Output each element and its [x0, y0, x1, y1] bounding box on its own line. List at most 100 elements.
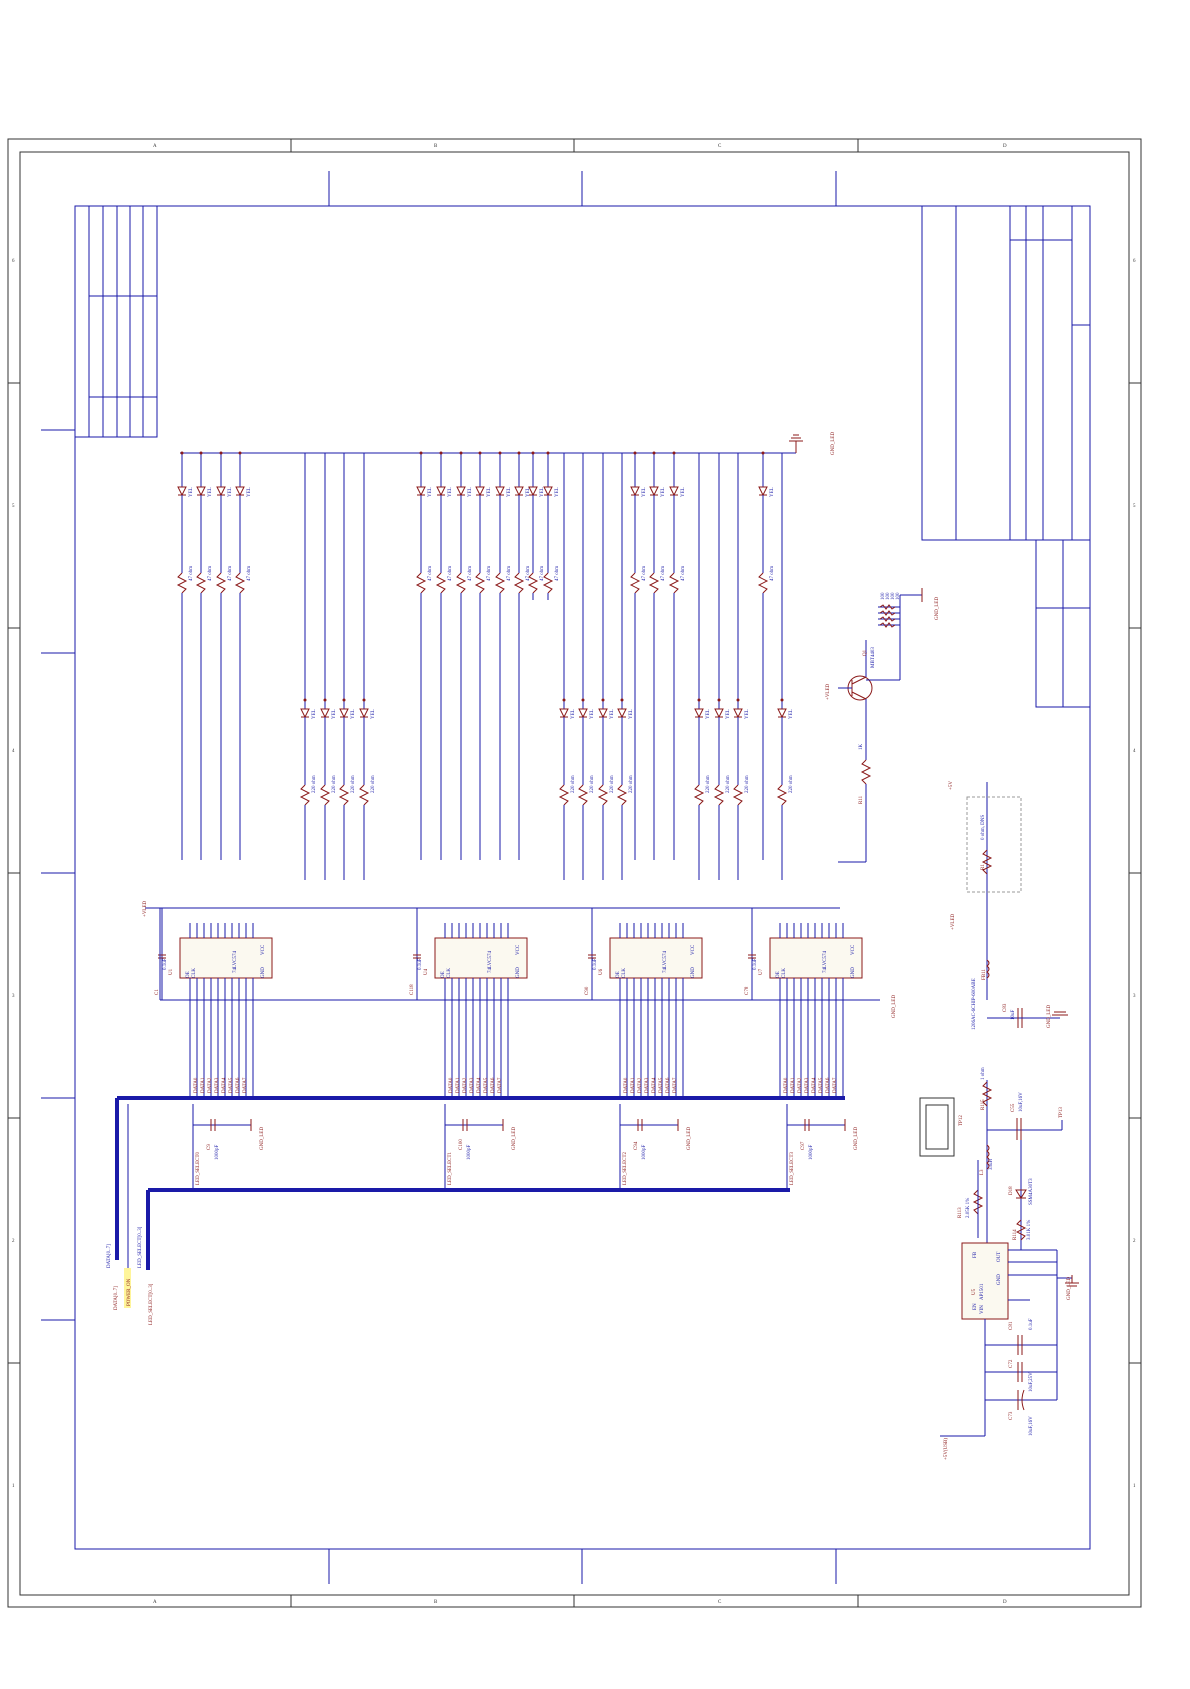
led-diode — [475, 486, 485, 497]
l3-ref: L3 — [980, 1169, 985, 1175]
ic-ref: U1 — [169, 968, 174, 975]
data-net-label: DATA4 — [477, 1077, 482, 1093]
zone-right-1: 1 — [1133, 1484, 1136, 1489]
bias-value: 100 — [886, 592, 891, 600]
led-diode — [694, 708, 704, 719]
led-resistor — [629, 572, 641, 594]
ic-clk-pin: CLK — [447, 968, 452, 978]
resistor-value: 47 ohm — [642, 566, 647, 581]
gnd-label-q1: GND_LED — [935, 597, 940, 620]
vled-reg: +VLED — [951, 913, 956, 930]
led-diode — [416, 486, 426, 497]
led-color-label: YEL — [312, 709, 317, 719]
led-color-label: YEL — [247, 487, 252, 497]
ic-part: 74LVC574 — [488, 950, 493, 973]
tp13: TP13 — [1059, 1107, 1064, 1118]
led-resistor — [435, 572, 447, 594]
resistor-value: 47 ohm — [448, 566, 453, 581]
rdns-val: 0 ohm, DNS — [981, 815, 986, 840]
resistor-value: 220 ohm — [371, 775, 376, 793]
ic-decap-ref: C90 — [585, 986, 590, 995]
led-resistor — [195, 572, 207, 594]
ic-oe-pin: OE — [186, 971, 191, 978]
drawing-border — [41, 171, 1091, 1584]
ic-gnd-pin: GND — [851, 967, 856, 978]
led-diode — [436, 486, 446, 497]
resistor-value: 47 ohm — [228, 566, 233, 581]
led-resistor — [577, 784, 589, 806]
q1-ref: Q1 — [863, 649, 868, 656]
data-net-label: DATA3 — [215, 1077, 220, 1093]
led-diode — [177, 486, 187, 497]
zone-top-c: C — [718, 144, 722, 149]
ic-vcc-pin: VCC — [516, 944, 521, 955]
data-net-label: DATA7 — [833, 1077, 838, 1093]
bias-value: 100 — [896, 592, 901, 600]
ic-vcc-pin: VCC — [851, 944, 856, 955]
select-gnd-label: GND_LED — [260, 1127, 265, 1150]
resistor-value: 47 ohm — [428, 566, 433, 581]
led-diode — [196, 486, 206, 497]
ic-ref: U6 — [599, 968, 604, 975]
led-diode — [216, 486, 226, 497]
ic-clk-pin: CLK — [192, 968, 197, 978]
led-resistor — [527, 572, 539, 594]
led-resistor — [358, 784, 370, 806]
zone-top-a: A — [153, 144, 157, 149]
ic-decap-ref: C78 — [745, 986, 750, 995]
zone-ticks — [8, 139, 1141, 1607]
zone-left-5: 5 — [12, 504, 15, 509]
led-resistor — [732, 784, 744, 806]
led-diode — [456, 486, 466, 497]
u5-gnd: GND — [997, 1274, 1002, 1285]
select-cap-val: 1000pF — [642, 1145, 647, 1161]
select-gnd-label: GND_LED — [687, 1127, 692, 1150]
led-color-label: YEL — [468, 487, 473, 497]
data-net-label: DATA0 — [624, 1077, 629, 1093]
gnd-label-top: GND_LED — [831, 432, 836, 455]
resistor-value: 220 ohm — [706, 775, 711, 793]
u5-en: EN — [973, 1303, 978, 1310]
led-resistor — [693, 784, 705, 806]
data-net-label: DATA0 — [449, 1077, 454, 1093]
gnd-label-reg-top: GND_LED — [1047, 1005, 1052, 1028]
ic-body — [434, 937, 528, 979]
data-net-label: DATA6 — [491, 1077, 496, 1093]
led-resistor — [757, 572, 769, 594]
port-select: LED_SELECT[0..3] — [149, 1283, 154, 1325]
led-diode — [714, 708, 724, 719]
r114-val: 3.01K 1% — [1027, 1220, 1032, 1240]
ic-vcc-pin: VCC — [691, 944, 696, 955]
resistor-value: 220 ohm — [629, 775, 634, 793]
data-net-label: DATA0 — [784, 1077, 789, 1093]
port-data-2: DATA[0..7] — [107, 1244, 112, 1268]
data-net-label: DATA1 — [201, 1077, 206, 1093]
led-color-label: YEL — [487, 487, 492, 497]
ic-body — [609, 937, 703, 979]
resistor-value: 220 ohm — [726, 775, 731, 793]
led-resistor — [455, 572, 467, 594]
vled-ics-label: +VLED — [143, 900, 148, 917]
vled-rail — [145, 907, 880, 1001]
d18-val: SSM4A30T3 — [1029, 1178, 1034, 1205]
ic-body — [769, 937, 863, 979]
bias-resistor — [879, 604, 896, 610]
led-color-label: YEL — [228, 487, 233, 497]
led-diode — [339, 708, 349, 719]
ic-ref: U7 — [759, 968, 764, 975]
